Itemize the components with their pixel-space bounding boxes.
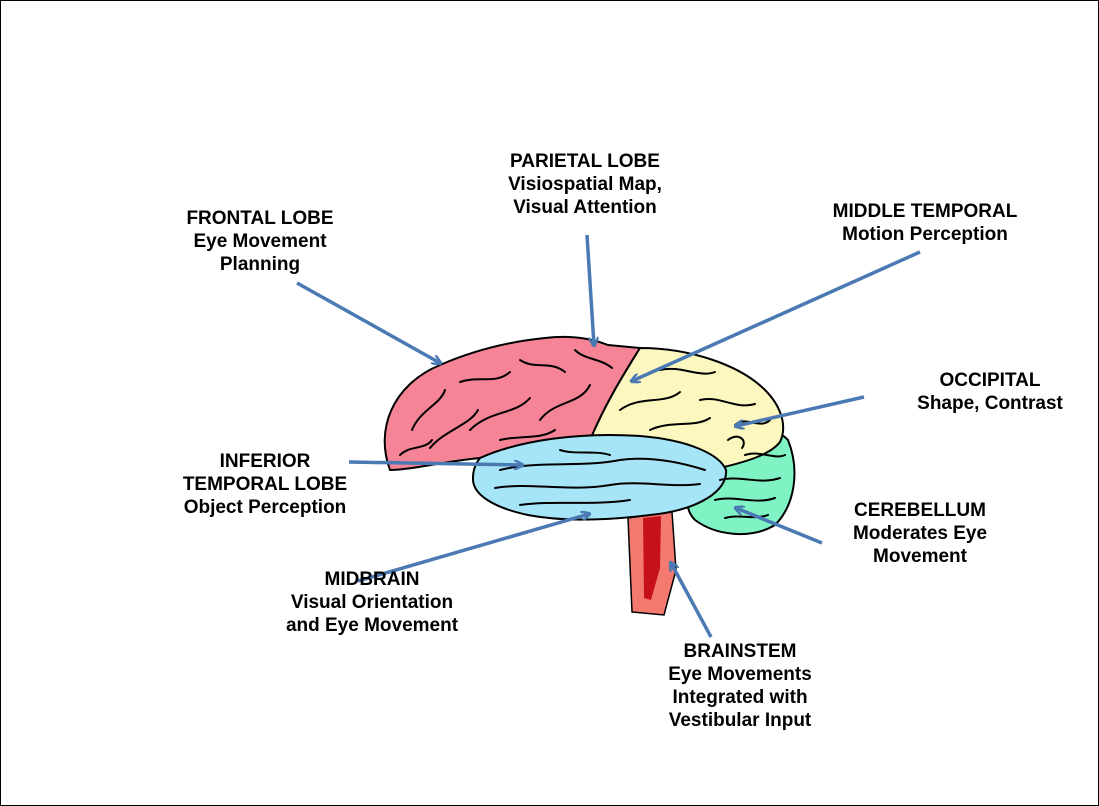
label-cerebellum-title: CEREBELLUM (820, 499, 1020, 522)
label-frontal-line1: Eye Movement (160, 230, 360, 253)
label-frontal-title: FRONTAL LOBE (160, 207, 360, 230)
label-middle-temporal: MIDDLE TEMPORAL Motion Perception (790, 200, 1060, 246)
label-inferior-temporal-line1: TEMPORAL LOBE (165, 473, 365, 496)
label-parietal: PARIETAL LOBE Visiospatial Map, Visual A… (480, 150, 690, 219)
label-cerebellum: CEREBELLUM Moderates Eye Movement (820, 499, 1020, 568)
label-parietal-line1: Visiospatial Map, (480, 173, 690, 196)
label-brainstem-line3: Vestibular Input (635, 709, 845, 732)
label-parietal-title: PARIETAL LOBE (480, 150, 690, 173)
label-occipital-line1: Shape, Contrast (890, 392, 1090, 415)
label-brainstem-title: BRAINSTEM (635, 640, 845, 663)
label-occipital: OCCIPITAL Shape, Contrast (890, 369, 1090, 415)
arrow-parietal (587, 235, 594, 345)
label-midbrain: MIDBRAIN Visual Orientation and Eye Move… (267, 568, 477, 637)
label-midbrain-title: MIDBRAIN (267, 568, 477, 591)
arrow-brainstem (671, 563, 711, 637)
label-cerebellum-line1: Moderates Eye (820, 522, 1020, 545)
arrow-frontal (297, 283, 440, 363)
label-parietal-line2: Visual Attention (480, 196, 690, 219)
arrow-middle-temporal (632, 252, 920, 381)
label-middle-temporal-line1: Motion Perception (790, 223, 1060, 246)
label-midbrain-line1: Visual Orientation (267, 591, 477, 614)
label-occipital-title: OCCIPITAL (890, 369, 1090, 392)
label-inferior-temporal-title: INFERIOR (165, 450, 365, 473)
label-cerebellum-line2: Movement (820, 545, 1020, 568)
label-inferior-temporal: INFERIOR TEMPORAL LOBE Object Perception (165, 450, 365, 519)
label-midbrain-line2: and Eye Movement (267, 614, 477, 637)
label-frontal: FRONTAL LOBE Eye Movement Planning (160, 207, 360, 276)
label-brainstem-line1: Eye Movements (635, 663, 845, 686)
label-frontal-line2: Planning (160, 253, 360, 276)
temporal-lobe-region (473, 435, 726, 520)
label-brainstem: BRAINSTEM Eye Movements Integrated with … (635, 640, 845, 732)
label-middle-temporal-title: MIDDLE TEMPORAL (790, 200, 1060, 223)
brainstem-shape (628, 512, 676, 615)
label-brainstem-line2: Integrated with (635, 686, 845, 709)
label-inferior-temporal-line2: Object Perception (165, 496, 365, 519)
